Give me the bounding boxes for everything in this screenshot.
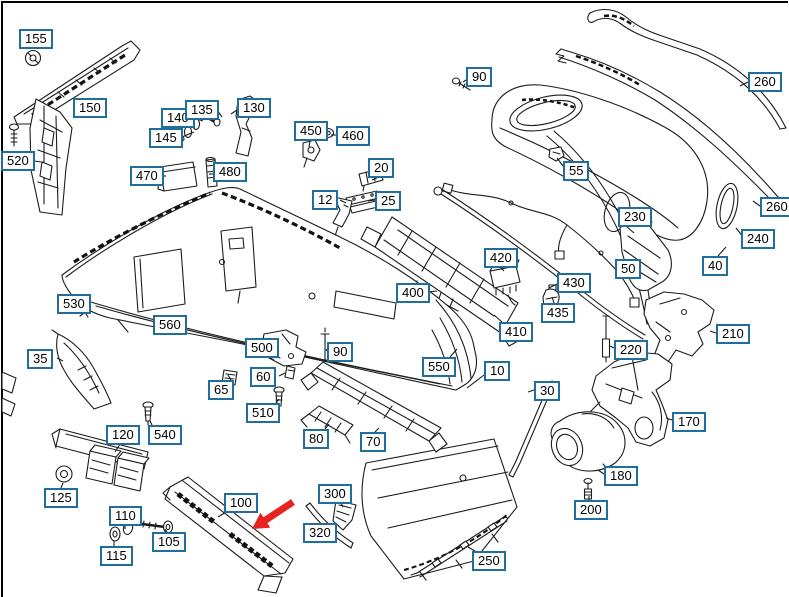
pin-90-mid xyxy=(320,327,330,361)
callout-400[interactable]: 400 xyxy=(396,283,430,303)
callout-60[interactable]: 60 xyxy=(250,367,277,387)
callout-260[interactable]: 260 xyxy=(748,72,782,92)
callout-510[interactable]: 510 xyxy=(246,403,280,423)
strip-250 xyxy=(410,516,509,578)
callout-470[interactable]: 470 xyxy=(130,166,164,186)
callout-230[interactable]: 230 xyxy=(618,207,652,227)
callout-120[interactable]: 120 xyxy=(106,425,140,445)
screw-510 xyxy=(273,386,285,411)
strip-260-right xyxy=(555,48,779,202)
callout-410[interactable]: 410 xyxy=(499,322,533,342)
bracket-300 xyxy=(332,499,357,531)
callout-480[interactable]: 480 xyxy=(213,162,247,182)
screw-220 xyxy=(601,315,611,363)
callout-320[interactable]: 320 xyxy=(303,523,337,543)
callout-550[interactable]: 550 xyxy=(422,357,456,377)
callout-130[interactable]: 130 xyxy=(237,98,271,118)
callout-170[interactable]: 170 xyxy=(672,412,706,432)
lower-panel-10 xyxy=(361,438,518,581)
callout-35[interactable]: 35 xyxy=(27,349,54,369)
callout-135[interactable]: 135 xyxy=(185,100,219,120)
callout-50[interactable]: 50 xyxy=(615,259,642,279)
callout-520[interactable]: 520 xyxy=(1,151,35,171)
callout-430[interactable]: 430 xyxy=(557,273,591,293)
callout-220[interactable]: 220 xyxy=(614,340,648,360)
callout-145[interactable]: 145 xyxy=(149,128,183,148)
mudflap-35 xyxy=(51,329,112,410)
bracket-210 xyxy=(643,291,715,363)
callout-65[interactable]: 65 xyxy=(208,380,235,400)
callout-420[interactable]: 420 xyxy=(484,248,518,268)
leader-lines xyxy=(33,79,761,552)
pointer-arrow xyxy=(252,499,295,529)
ring-240 xyxy=(715,182,739,230)
callout-460[interactable]: 460 xyxy=(336,126,370,146)
callout-55[interactable]: 55 xyxy=(563,161,590,181)
bracket-80 xyxy=(300,405,354,444)
callout-115[interactable]: 115 xyxy=(100,546,133,566)
screw-90-top xyxy=(451,77,471,91)
callout-70[interactable]: 70 xyxy=(360,432,387,452)
callout-100[interactable]: 100 xyxy=(224,493,258,513)
callout-150[interactable]: 150 xyxy=(73,98,107,118)
callout-540[interactable]: 540 xyxy=(148,425,182,445)
callout-560[interactable]: 560 xyxy=(153,315,187,335)
clip-55 xyxy=(548,146,565,162)
callout-25[interactable]: 25 xyxy=(375,191,402,211)
callout-90[interactable]: 90 xyxy=(466,67,493,87)
callout-155[interactable]: 155 xyxy=(19,29,53,49)
callout-435[interactable]: 435 xyxy=(541,303,575,323)
callout-250[interactable]: 250 xyxy=(472,551,506,571)
screw-155 xyxy=(24,49,42,67)
diffuser-panel xyxy=(491,84,709,241)
callout-110[interactable]: 110 xyxy=(109,506,142,526)
callout-260[interactable]: 260 xyxy=(760,197,789,217)
callout-40[interactable]: 40 xyxy=(702,256,729,276)
callout-20[interactable]: 20 xyxy=(368,158,395,178)
cup-180 xyxy=(550,401,626,473)
callout-210[interactable]: 210 xyxy=(716,324,750,344)
screw-520 xyxy=(8,123,20,147)
callout-240[interactable]: 240 xyxy=(741,229,775,249)
callout-200[interactable]: 200 xyxy=(574,500,608,520)
bolt-200 xyxy=(583,477,593,500)
callout-450[interactable]: 450 xyxy=(294,121,328,141)
callout-12[interactable]: 12 xyxy=(312,190,339,210)
clip-60 xyxy=(284,365,296,380)
callout-80[interactable]: 80 xyxy=(303,429,330,449)
bar-70 xyxy=(300,361,448,453)
rod-410 xyxy=(433,186,646,340)
callout-180[interactable]: 180 xyxy=(604,466,638,486)
clip-450 xyxy=(302,139,321,168)
washer-125 xyxy=(55,465,73,483)
callout-90[interactable]: 90 xyxy=(327,342,354,362)
callout-125[interactable]: 125 xyxy=(44,488,78,508)
callout-30[interactable]: 30 xyxy=(534,381,561,401)
crashbar-100 xyxy=(162,476,294,594)
callout-500[interactable]: 500 xyxy=(245,338,279,358)
strip-260-upper xyxy=(587,8,787,130)
callout-105[interactable]: 105 xyxy=(152,532,186,552)
callout-10[interactable]: 10 xyxy=(484,361,511,381)
absorber-120 xyxy=(51,428,150,492)
callout-530[interactable]: 530 xyxy=(57,294,91,314)
part-520-pillar xyxy=(29,98,73,216)
callout-300[interactable]: 300 xyxy=(318,484,352,504)
edge-part-left xyxy=(1,371,17,417)
screw-540 xyxy=(142,401,154,426)
bracket-170 xyxy=(591,351,673,447)
